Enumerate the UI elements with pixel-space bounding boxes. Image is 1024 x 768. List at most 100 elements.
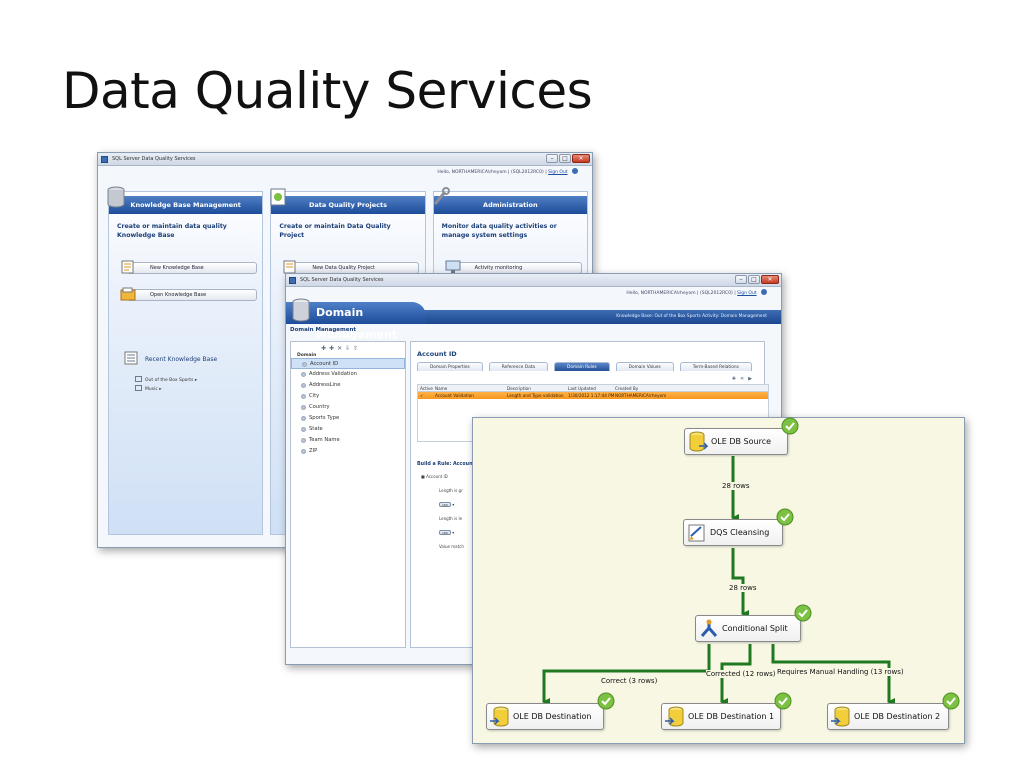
domain-window-title: SQL Server Data Quality Services bbox=[300, 277, 384, 283]
hello-user-text: Hello, NORTHAMERICA\rheyom | (SQL2012RC0… bbox=[626, 291, 733, 296]
success-check-icon bbox=[776, 508, 794, 526]
domain-item[interactable]: State bbox=[291, 424, 405, 435]
banner-title: Domain Management bbox=[316, 306, 397, 341]
grid-cell: Account Validation bbox=[435, 393, 474, 398]
help-icon[interactable] bbox=[572, 168, 578, 174]
help-icon[interactable] bbox=[761, 289, 767, 295]
active-checkbox[interactable]: ✓ bbox=[420, 393, 424, 398]
dqs-cleansing-node[interactable]: DQS Cleansing bbox=[683, 508, 794, 546]
close-button[interactable]: ✕ bbox=[761, 275, 779, 284]
rule-condition[interactable]: Length is le bbox=[439, 516, 463, 521]
window-controls: – □ ✕ bbox=[735, 275, 779, 284]
tab-domain-values[interactable]: Domain Values bbox=[615, 362, 674, 371]
create-domain-icon[interactable]: ✚ bbox=[321, 345, 330, 352]
domain-item[interactable]: Team Name bbox=[291, 435, 405, 446]
grid-header-cell: Last Updated bbox=[568, 386, 596, 391]
home-window-title: SQL Server Data Quality Services bbox=[112, 156, 196, 162]
new-kb-icon bbox=[121, 260, 134, 274]
close-button[interactable]: ✕ bbox=[572, 154, 590, 163]
cleansing-icon bbox=[688, 524, 705, 542]
import-domain-icon[interactable]: ⇩ bbox=[345, 345, 354, 352]
success-check-icon bbox=[781, 417, 799, 435]
sign-out-link[interactable]: Sign Out bbox=[548, 170, 568, 175]
kb-management-header: Knowledge Base Management bbox=[107, 186, 263, 214]
rule-operator[interactable]: AND ▾ bbox=[421, 502, 464, 516]
new-dq-project-label: New Data Quality Project bbox=[312, 265, 375, 271]
rule-tree: ■ Account ID Length is gr AND ▾ Length i… bbox=[421, 474, 464, 558]
recent-kb-item[interactable]: Music ▸ bbox=[135, 385, 162, 392]
sign-out-link[interactable]: Sign Out bbox=[737, 291, 757, 296]
tab-term-based-relations[interactable]: Term-Based Relations bbox=[679, 362, 752, 371]
run-rule-icon[interactable]: ▶ bbox=[748, 376, 756, 382]
grid-header-cell: Name bbox=[435, 386, 448, 391]
recent-kb-item[interactable]: Out of the Box Sports ▸ bbox=[135, 376, 197, 383]
ole-db-destination-2-node[interactable]: OLE DB Destination 2 bbox=[827, 692, 960, 730]
tab-domain-properties[interactable]: Domain Properties bbox=[417, 362, 483, 371]
open-kb-icon bbox=[120, 287, 136, 301]
rule-operator[interactable]: AND ▾ bbox=[421, 530, 464, 544]
domain-toolbar: ✚✚✕⇩⇧ bbox=[291, 342, 405, 356]
edge-label: 28 rows bbox=[729, 584, 757, 592]
new-kb-button[interactable]: New Knowledge Base bbox=[121, 260, 257, 274]
edge-label: 28 rows bbox=[722, 482, 750, 490]
node-label: OLE DB Source bbox=[711, 437, 772, 446]
success-check-icon bbox=[794, 604, 812, 622]
maximize-button[interactable]: □ bbox=[748, 275, 760, 284]
activity-monitoring-label: Activity monitoring bbox=[474, 265, 523, 271]
ole-db-destination-node[interactable]: OLE DB Destination bbox=[486, 692, 615, 730]
slide-title: Data Quality Services bbox=[62, 62, 593, 120]
kb-management-title: Knowledge Base Management bbox=[130, 201, 241, 209]
domain-item[interactable]: City bbox=[291, 391, 405, 402]
banner-tab: Domain Management bbox=[286, 298, 426, 341]
domain-item[interactable]: Account ID bbox=[291, 358, 405, 369]
domain-item[interactable]: Sports Type bbox=[291, 413, 405, 424]
administration-header: Administration bbox=[433, 187, 587, 214]
composite-domain-icon[interactable]: ✚ bbox=[329, 345, 338, 352]
tab-domain-rules[interactable]: Domain Rules bbox=[554, 362, 610, 371]
monitor-icon bbox=[445, 260, 461, 273]
remove-rule-icon[interactable]: ✕ bbox=[739, 376, 749, 382]
add-rule-icon[interactable]: ✚ bbox=[731, 376, 740, 382]
source-cylinder-icon bbox=[689, 431, 708, 452]
hello-user-text: Hello, NORTHAMERICA\rheyom | (SQL2012RC0… bbox=[437, 170, 544, 175]
node-label: OLE DB Destination bbox=[513, 712, 592, 721]
rule-condition[interactable]: Length is gr bbox=[439, 488, 463, 493]
rule-condition[interactable]: Value match bbox=[439, 544, 464, 549]
open-kb-button[interactable]: Open Knowledge Base bbox=[120, 287, 257, 301]
tab-reference-data[interactable]: Reference Data bbox=[488, 362, 549, 371]
dq-projects-title: Data Quality Projects bbox=[308, 201, 388, 209]
administration-title: Administration bbox=[483, 201, 538, 209]
domain-subtitle: Domain Management bbox=[290, 327, 356, 333]
domain-list-panel: ✚✚✕⇩⇧ Domain Account ID Address Validati… bbox=[290, 341, 406, 648]
maximize-button[interactable]: □ bbox=[559, 154, 571, 163]
ole-db-destination-1-node[interactable]: OLE DB Destination 1 bbox=[661, 692, 792, 730]
table-row[interactable]: ✓ Account Validation Length and Type val… bbox=[418, 392, 768, 399]
ole-db-source-node[interactable]: OLE DB Source bbox=[684, 417, 799, 455]
delete-domain-icon[interactable]: ✕ bbox=[337, 345, 346, 352]
conditional-split-node[interactable]: Conditional Split bbox=[695, 604, 812, 642]
domain-item[interactable]: Address Validation bbox=[291, 369, 405, 380]
rule-root-label: Account ID bbox=[426, 474, 448, 479]
minimize-button[interactable]: – bbox=[735, 275, 747, 284]
domain-item[interactable]: ZIP bbox=[291, 446, 405, 457]
and-operator-pill[interactable]: AND bbox=[439, 530, 451, 535]
domain-list-header: Domain bbox=[297, 353, 317, 358]
export-domain-icon[interactable]: ⇧ bbox=[353, 345, 362, 352]
database-icon bbox=[292, 298, 310, 322]
grid-header-cell: Description bbox=[507, 386, 531, 391]
app-icon bbox=[289, 277, 296, 284]
node-label: OLE DB Destination 2 bbox=[854, 712, 941, 721]
grid-header-row: Active Name Description Last Updated Cre… bbox=[418, 385, 768, 392]
domain-item[interactable]: Country bbox=[291, 402, 405, 413]
and-operator-pill[interactable]: AND bbox=[439, 502, 451, 507]
kb-management-panel: Knowledge Base Management Create or main… bbox=[107, 186, 264, 535]
node-label: DQS Cleansing bbox=[710, 528, 770, 537]
domain-item[interactable]: AddressLine bbox=[291, 380, 405, 391]
rules-toolbar: ✚✕▶ bbox=[732, 376, 756, 382]
grid-header-cell: Created By bbox=[615, 386, 639, 391]
minimize-button[interactable]: – bbox=[546, 154, 558, 163]
node-label: Conditional Split bbox=[722, 624, 788, 633]
split-icon bbox=[700, 619, 718, 637]
kb-activity-info: Knowledge Base: Out of the Box Sports Ac… bbox=[616, 314, 767, 319]
recent-kb-icon bbox=[124, 351, 138, 365]
